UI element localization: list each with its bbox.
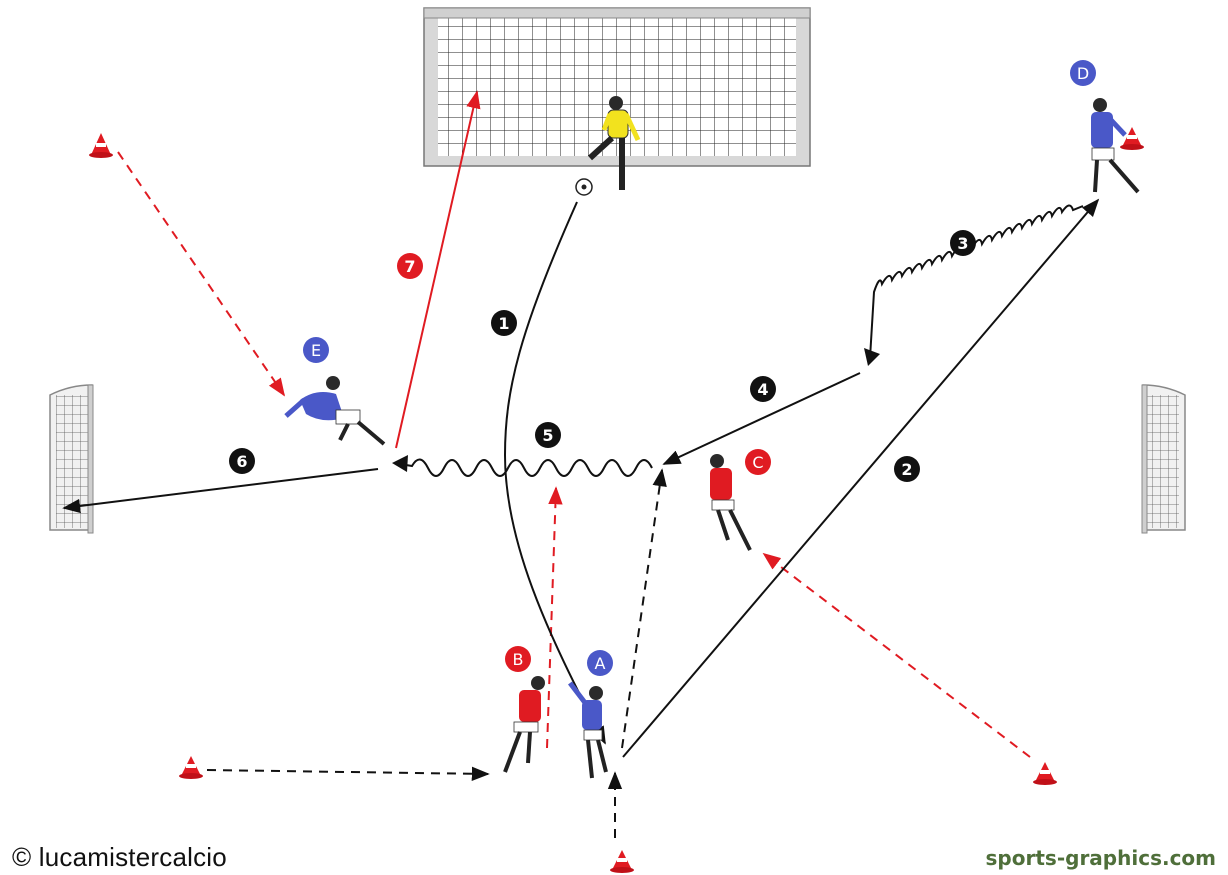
player-B-badge: B	[505, 646, 531, 672]
player-E-figure	[284, 376, 386, 446]
pass-1	[503, 201, 606, 745]
run-cone-to-B	[206, 766, 490, 781]
run-B-forward	[546, 486, 563, 749]
player-A-label: A	[595, 654, 606, 673]
player-C-figure	[710, 454, 752, 551]
step-3-label: 3	[957, 234, 968, 253]
step-1-label: 1	[498, 314, 509, 333]
player-B-figure	[503, 676, 545, 773]
mini-goal-left	[49, 384, 94, 534]
site-link[interactable]: sports-graphics.com	[985, 846, 1216, 870]
step-2-label: 2	[901, 460, 912, 479]
main-goal	[423, 7, 811, 167]
step-6-badge: 6	[229, 448, 255, 474]
dribble-3-head	[864, 348, 880, 366]
run-cone-to-C	[762, 552, 1031, 758]
dribble-5	[399, 458, 653, 477]
run-A-forward	[621, 468, 667, 749]
cone-bottom-left	[179, 756, 203, 779]
player-C-label: C	[752, 453, 763, 472]
player-A-badge: A	[587, 650, 613, 676]
pass-4	[662, 372, 861, 465]
shot-7	[395, 90, 481, 449]
step-5-badge: 5	[535, 422, 561, 448]
mini-goal-right	[1141, 384, 1186, 534]
player-D-badge: D	[1070, 60, 1096, 86]
dribble-3-wave	[869, 204, 1084, 359]
player-B-label: B	[513, 650, 524, 669]
cone-bottom-right	[1033, 762, 1057, 785]
step-7-label: 7	[404, 257, 415, 276]
pass-2	[622, 198, 1100, 758]
player-A-figure	[568, 681, 608, 779]
step-6-label: 6	[236, 452, 247, 471]
cone-bottom-center	[610, 850, 634, 873]
cone-top-right	[1120, 127, 1144, 150]
player-E-label: E	[311, 341, 321, 360]
step-4-label: 4	[757, 380, 768, 399]
step-2-badge: 2	[894, 456, 920, 482]
pass-6	[62, 468, 379, 514]
player-E-badge: E	[303, 337, 329, 363]
copyright-text: © lucamistercalcio	[12, 842, 227, 872]
step-7-badge: 7	[397, 253, 423, 279]
step-3-badge: 3	[950, 230, 976, 256]
step-4-badge: 4	[750, 376, 776, 402]
step-5-label: 5	[542, 426, 553, 445]
step-1-badge: 1	[491, 310, 517, 336]
player-C-badge: C	[745, 449, 771, 475]
player-D-figure	[1091, 98, 1140, 194]
goalkeeper	[575, 96, 641, 196]
cone-top-left	[89, 133, 113, 158]
player-D-label: D	[1077, 64, 1089, 83]
dribble-5-head	[392, 455, 408, 472]
run-cone-to-E	[117, 151, 286, 397]
